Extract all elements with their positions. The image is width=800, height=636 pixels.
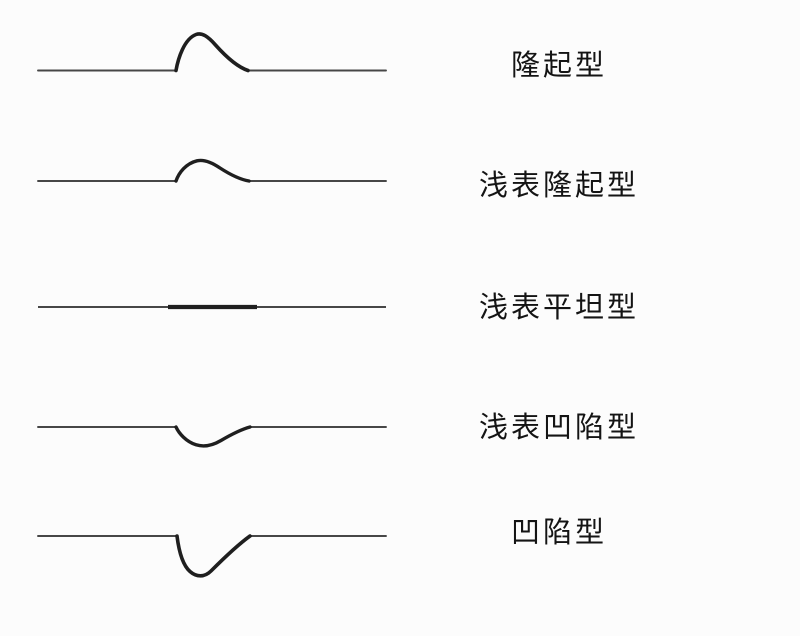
label-superficial-depressed-type: 浅表凹陷型	[478, 412, 639, 444]
protruded-bump-curve	[174, 32, 250, 73]
depressed-dip-curve	[175, 534, 252, 578]
superficial-elevated-bump-curve	[174, 158, 251, 183]
superficial-depressed-dip-curve	[174, 425, 252, 448]
label-superficial-elevated-type: 浅表隆起型	[478, 170, 639, 202]
label-superficial-flat-type: 浅表平坦型	[478, 292, 639, 324]
protruded-type-shape	[37, 32, 387, 73]
depressed-type-shape	[37, 534, 387, 578]
label-protruded-type: 隆起型	[510, 50, 607, 82]
label-depressed-type: 凹陷型	[510, 517, 607, 549]
superficial-depressed-shape	[37, 425, 387, 448]
superficial-elevated-shape	[37, 158, 387, 183]
